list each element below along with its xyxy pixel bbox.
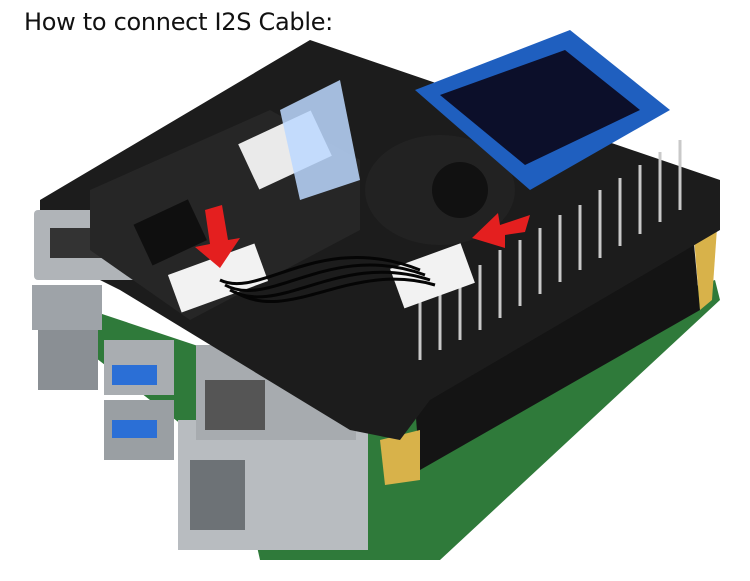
ribbon-cable [280, 80, 360, 200]
red-arrow-left-icon [472, 213, 530, 248]
gold-standoff [380, 430, 420, 485]
red-arrow-down-icon [195, 205, 240, 268]
camera-i2s-connector [167, 243, 269, 313]
header-pins [418, 140, 682, 360]
oled-display [415, 30, 670, 190]
chip [133, 199, 207, 266]
fan-hub [432, 162, 488, 218]
page-title: How to connect I2S Cable: [24, 8, 333, 36]
hat-i2s-connector [390, 243, 475, 309]
usb-ports [32, 285, 174, 460]
i2s-cable [219, 256, 436, 303]
